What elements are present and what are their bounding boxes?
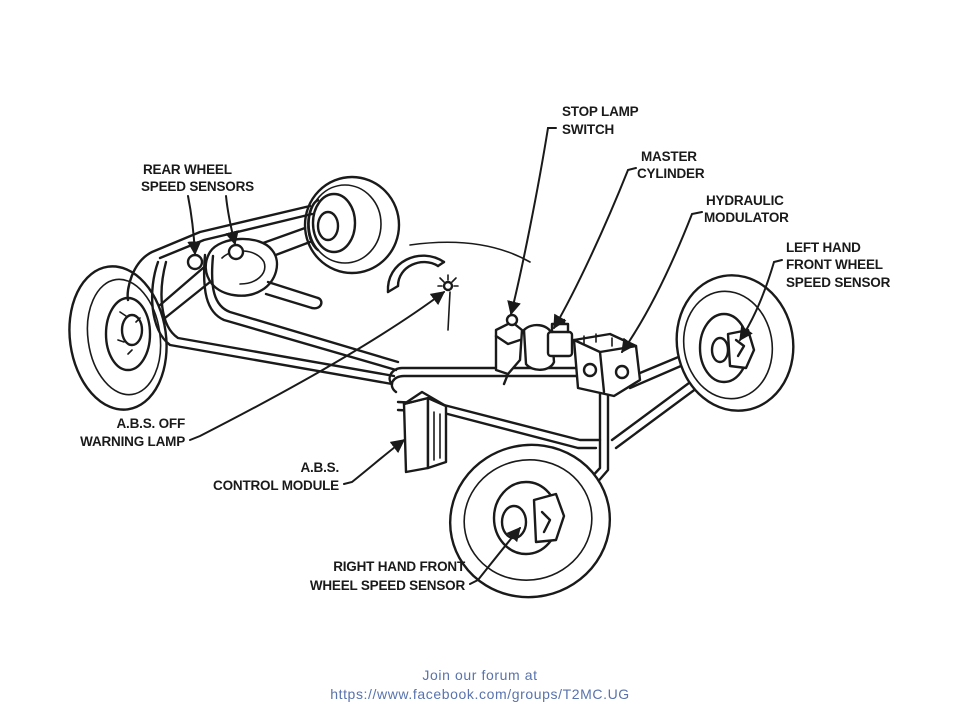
label-line: WARNING LAMP [80,434,185,449]
label-line: SPEED SENSORS [141,179,254,194]
leader-hydraulic-modulator [621,211,703,354]
control-module-shading [433,411,441,461]
left-front-hub [710,336,730,364]
brake-pedal-bracket [494,320,524,376]
label-line: LEFT HAND [786,240,861,255]
abs-control-module-assembly [402,390,448,474]
right-front-wheel [448,443,612,599]
warning-lamp-wire [447,291,451,331]
modulator-valve-2 [614,364,630,380]
leader-rear-sensor-right [225,195,239,246]
leader-right-front-sensor [469,526,521,585]
brake-line-rear-left-1 [150,260,394,386]
brake-line-rear-left-2 [160,260,396,378]
fender-inner [396,260,440,288]
leader-abs-warning-lamp [189,291,446,441]
differential [204,237,279,297]
brake-line-diff-2 [210,254,400,364]
rear-left-drum [104,296,152,372]
stop-lamp-switch-body [505,313,519,327]
leader-rear-sensor-left [187,195,202,256]
label-line: SPEED SENSOR [786,275,891,290]
label-line: HYDRAULIC [706,193,784,208]
label-line: MODULATOR [704,210,789,225]
brake-line-main-2 [390,374,586,394]
rear-left-studs [117,311,141,355]
brake-line-diff-1 [202,253,398,372]
rear-sensor-left-body [186,253,204,271]
rear-right-backing-plate [307,198,320,252]
stop-lamp-switch-assembly [494,313,524,386]
rear-right-wheel [303,175,401,275]
label-line: CONTROL MODULE [213,478,339,493]
right-front-tire-inner [463,459,593,581]
warning-lamp-bulb [442,280,454,292]
hydraulic-modulator-assembly [572,332,642,398]
left-front-sensor [734,338,746,358]
label-line: WHEEL SPEED SENSOR [310,578,466,593]
label-left-front-sensor: LEFT HAND FRONT WHEEL SPEED SENSOR [786,240,891,290]
leader-stop-lamp-switch [507,127,557,316]
shaft-end [310,296,323,310]
master-cylinder-assembly [522,318,574,371]
leader-master-cylinder [553,167,637,330]
brake-pedal-arm [494,334,522,386]
label-line: REAR WHEEL [143,162,232,177]
modulator-ports [583,333,613,347]
footer-forum-text: Join our forum at [422,667,538,683]
label-line: FRONT WHEEL [786,257,883,272]
label-line: MASTER [641,149,697,164]
rear-sensor-right-body [227,243,245,261]
rear-left-wheel [68,265,168,411]
label-rear-sensors: REAR WHEEL SPEED SENSORS [141,162,254,194]
footer-forum-link[interactable]: https://www.facebook.com/groups/T2MC.UG [330,686,630,702]
left-front-tire-inner [682,290,774,400]
label-right-front-sensor: RIGHT HAND FRONT WHEEL SPEED SENSOR [310,559,466,593]
right-front-sensor [540,510,552,534]
label-stop-lamp-switch: STOP LAMP SWITCH [562,104,639,137]
fender-arc [386,241,531,294]
label-line: A.B.S. OFF [117,416,186,431]
fender-edge [386,260,446,294]
label-hydraulic-modulator: HYDRAULIC MODULATOR [704,193,789,225]
brake-line-main-1 [388,366,582,386]
control-module-front [402,396,430,474]
rear-axle-assembly [143,226,323,332]
control-module-side [426,396,448,470]
brake-line-top-1 [126,204,312,302]
left-front-wheel [675,274,795,412]
label-abs-warning-lamp: A.B.S. OFF WARNING LAMP [80,416,185,449]
label-abs-control-module: A.B.S. CONTROL MODULE [213,460,339,493]
label-line: CYLINDER [637,166,705,181]
rear-right-hub [316,210,340,242]
modulator-valve-1 [582,362,598,378]
propeller-shaft [264,280,320,310]
label-master-cylinder: MASTER CYLINDER [637,149,705,181]
body-contour [409,241,531,263]
label-line: STOP LAMP [562,104,639,119]
rear-left-hub [120,313,144,347]
warning-lamp-rays [437,274,459,287]
brake-line-top-2 [158,212,314,260]
label-line: SWITCH [562,122,614,137]
label-line: RIGHT HAND FRONT [333,559,466,574]
leader-lines [187,127,783,585]
brake-booster [522,323,556,371]
master-cylinder-body [546,330,574,358]
leader-left-front-sensor [739,259,783,342]
fender-outer [386,254,446,294]
abs-warning-lamp [437,274,459,331]
label-line: A.B.S. [300,460,339,475]
control-module-top [402,390,448,408]
leader-abs-control-module [343,439,406,485]
